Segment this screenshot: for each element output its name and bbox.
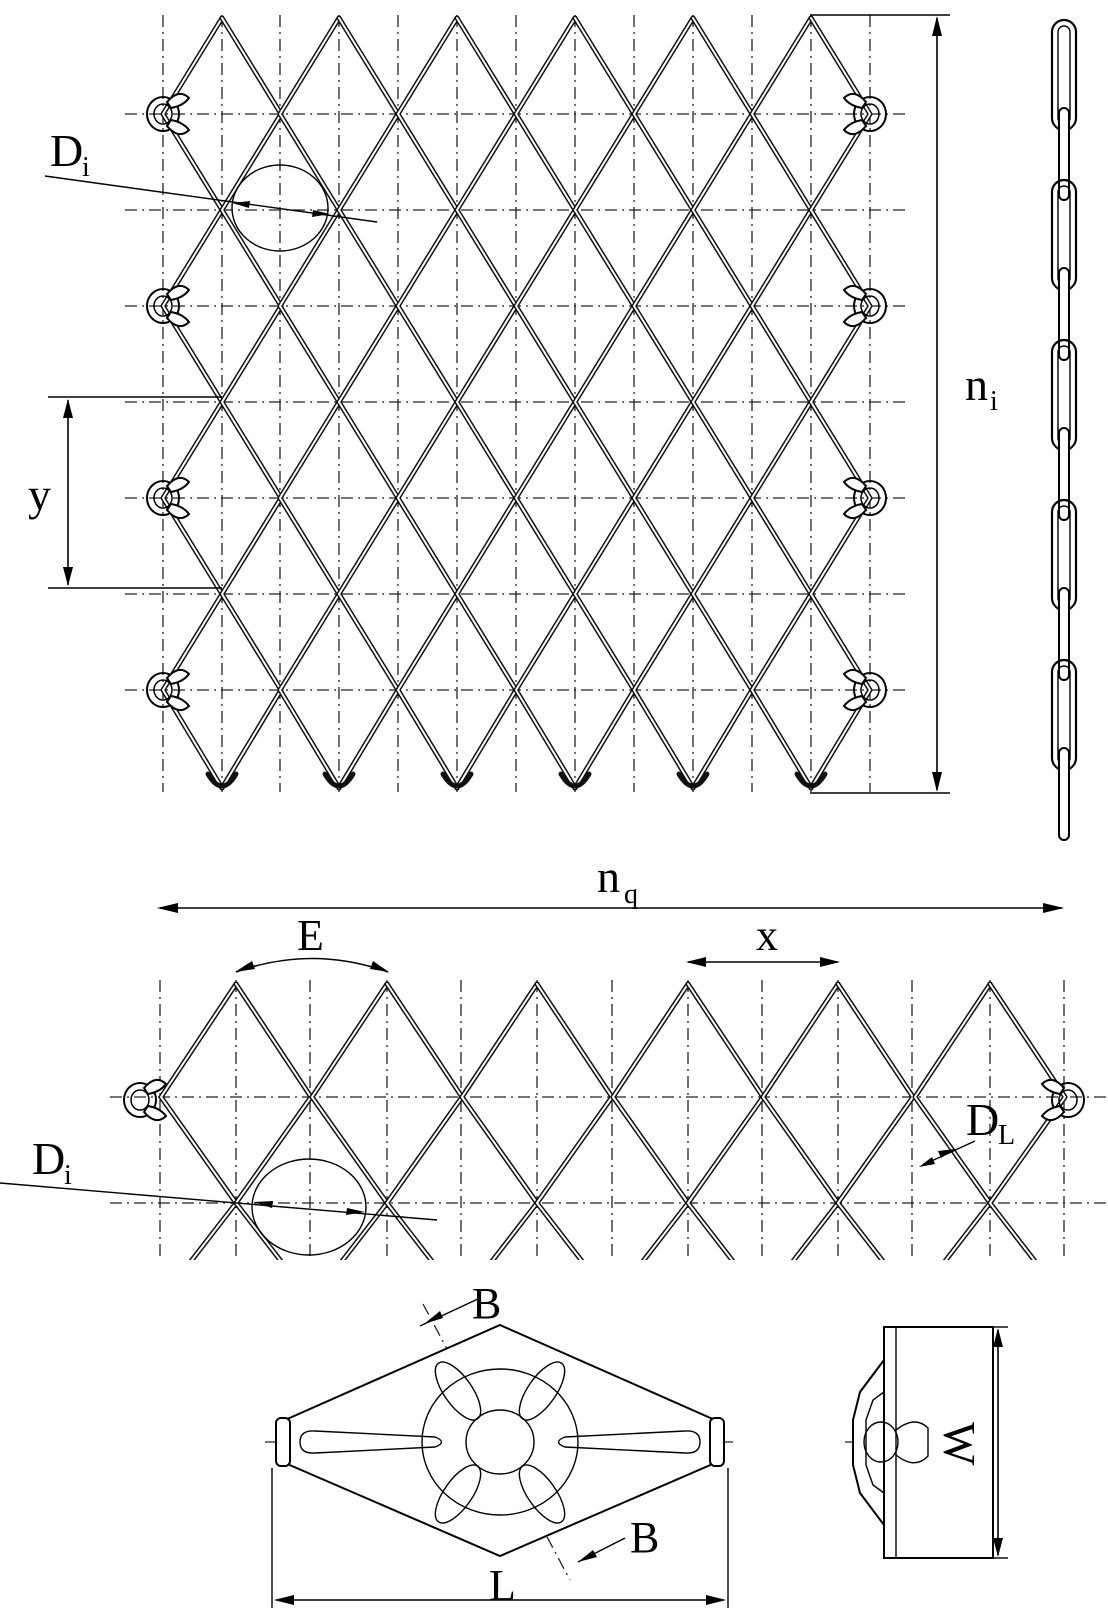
wire [336,15,401,791]
wire-loop [794,771,828,789]
shackle-icon [123,1078,168,1122]
shackle-icon [842,284,887,328]
shackle-icon [146,476,191,520]
detail-wires [158,981,1068,1260]
clamp-top-view [265,1303,735,1581]
wire [513,15,578,791]
chain-link [1058,587,1070,681]
shackle-icon [842,668,887,712]
net-wires [160,15,873,791]
wire [454,15,519,791]
wire-core [989,983,1066,1260]
shackle-icon [842,476,887,520]
wire [219,15,284,791]
shackle-icon [1040,1078,1085,1122]
wire-diameter-label: D [966,1094,999,1145]
detail-shackles [123,1078,1085,1122]
chain-link [1058,107,1070,201]
clamp-length-label: L [489,1561,516,1610]
clamp-width-label: W [934,1422,985,1466]
height-count-subscript: i [990,386,998,417]
clamp-thickness-label-bottom: B [630,1513,659,1562]
wire-core [692,17,753,789]
wire-loop [205,771,239,789]
dimension-clamp-thickness: B B [419,1279,659,1563]
wire [572,15,637,791]
net-centerlines [125,15,905,792]
wire-core [311,983,388,1260]
dimension-clamp-length: L [271,1468,729,1610]
shackle-icon [842,92,887,136]
chain-link [1058,747,1070,841]
wire-core [461,983,538,1260]
vertical-pitch-label: y [28,469,51,520]
angle-label: E [297,911,324,960]
clamp-side-view [845,1326,994,1559]
wire-core [386,983,463,1260]
width-count-label: n [597,851,620,902]
wire-diameter-subscript: L [998,1120,1015,1151]
wire-loop [440,771,474,789]
wire-loop [322,771,356,789]
dimension-angle: E [235,911,389,973]
wire [277,15,342,791]
net-panel-front-view [125,15,905,792]
wire-core [574,17,635,789]
wire-core [235,983,312,1260]
diameter-label-top: D [50,125,83,176]
shackle-icon [146,284,191,328]
dimension-height: n i [810,14,998,794]
dimension-wire-diameter: D L [919,1094,1015,1167]
dimension-width: n q [157,851,1064,913]
wire-core [762,983,839,1260]
wire [690,15,755,791]
wire-core [687,983,764,1260]
edge-shackles [146,92,887,712]
wire-loop [558,771,592,789]
wire [395,15,460,791]
diameter-subscript-top: i [82,152,90,183]
shackle-icon [146,92,191,136]
chain-link [1058,267,1070,361]
dimension-vertical-pitch: y [28,396,222,589]
side-chain-view [1050,18,1078,841]
wire-core [536,983,613,1260]
dimension-horizontal-pitch: x [686,911,840,967]
wire-core [612,983,689,1260]
chain-link [1058,427,1070,521]
wire-core [456,17,517,789]
wire [749,15,814,791]
net-panel-detail-view [110,980,1108,1260]
shackle-icon [146,668,191,712]
wire-core [338,17,399,789]
wire-loop [676,771,710,789]
wire-core [837,983,914,1260]
dimension-mesh-diameter-top: D i [44,125,378,252]
clamp-thickness-label-top: B [472,1279,501,1328]
diameter-subscript-bottom: i [64,1160,72,1191]
dimension-clamp-width: W [934,1326,1008,1559]
height-count-label: n [965,359,988,410]
wire [631,15,696,791]
width-count-subscript: q [624,879,638,910]
wire-core [810,17,871,789]
dimension-mesh-diameter-bottom: D i [0,1133,438,1256]
diameter-label-bottom: D [32,1133,65,1184]
wire-core [221,17,282,789]
horizontal-pitch-label: x [756,911,778,960]
wire-core [160,983,237,1260]
